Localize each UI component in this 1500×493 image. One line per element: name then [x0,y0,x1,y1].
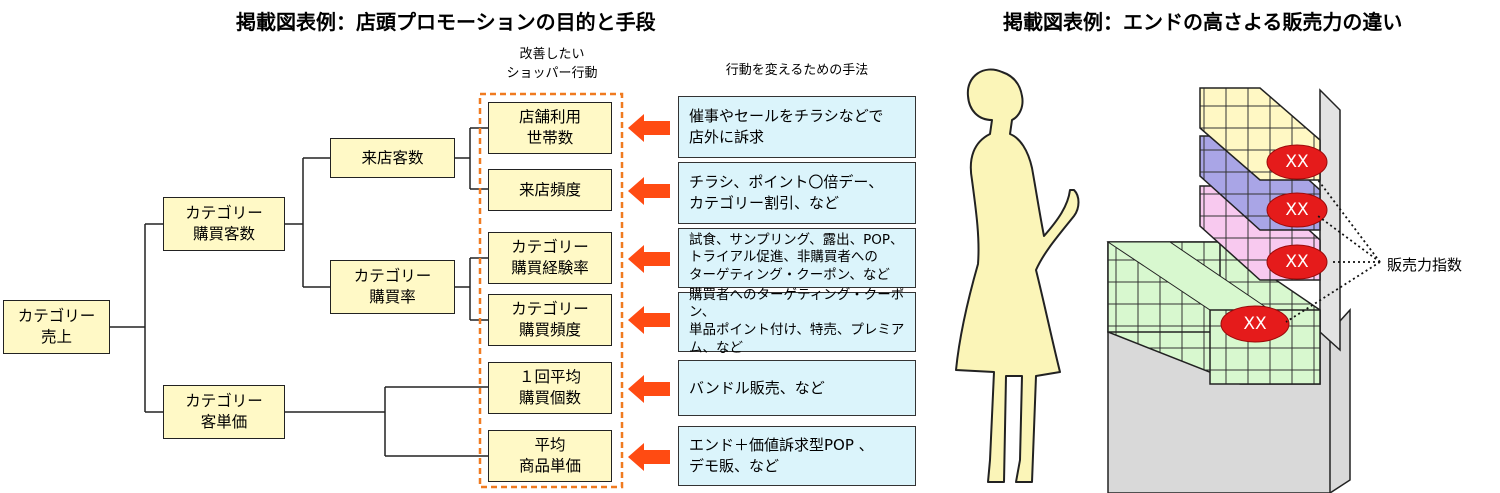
arrow-left-icon [628,114,670,142]
sales-index-legend: 販売力指数 [1387,256,1463,274]
behavior-box: カテゴリー 購買頻度 [488,294,612,346]
behavior-box: １回平均 購買個数 [488,362,612,414]
arrow-left-icon [628,245,670,273]
legend-leaders [1285,179,1381,323]
method-header: 行動を変えるための手法 [725,63,869,78]
method-box: 購買者へのターゲティング・クーポン、 単品ポイント付け、特売、プレミア ム、など [678,287,916,356]
right-title: 掲載図表例：エンドの高さよる販売力の違い [1003,10,1403,34]
badge-label: XX [1285,152,1309,172]
behavior-box: 店舗利用 世帯数 [488,102,612,154]
sales-index-badge [1220,144,1328,343]
method-box: バンドル販売、など [678,360,916,416]
target-behavior-frame [478,92,624,489]
node-store-visitors: 来店客数 [330,138,455,178]
behavior-box: 平均 商品単価 [488,430,612,482]
arrow-left-icon [628,375,670,403]
badge-label: XX [1285,200,1309,220]
behavior-box: 来店頻度 [488,169,612,211]
shopper-silhouette-icon [955,68,1080,483]
behavior-header: 改善したい ショッパー行動 [506,47,598,81]
method-box: エンド＋価値訴求型POP 、 デモ販、など [678,426,916,486]
method-box: 試食、サンプリング、露出、POP、 トライアル促進、非購買者への ターゲティング… [678,228,916,288]
node-category-sales: カテゴリー 売上 [3,300,110,354]
left-title: 掲載図表例：店頭プロモーションの目的と手段 [236,10,656,34]
badge-label: XX [1243,314,1267,334]
badge-label: XX [1285,252,1309,272]
node-category-purchase-rate: カテゴリー 購買率 [330,260,455,314]
node-category-buyers: カテゴリー 購買客数 [163,197,285,251]
method-box: チラシ、ポイント〇倍デー、 カテゴリー割引、など [678,162,916,224]
arrow-left-icon [628,177,670,205]
arrow-left-icon [628,306,670,334]
node-category-unit-price: カテゴリー 客単価 [163,385,285,439]
method-box: 催事やセールをチラシなどで 店外に訴求 [678,96,916,158]
arrow-left-icon [628,443,670,471]
end-display-illustration [955,68,1381,493]
behavior-box: カテゴリー 購買経験率 [488,232,612,284]
